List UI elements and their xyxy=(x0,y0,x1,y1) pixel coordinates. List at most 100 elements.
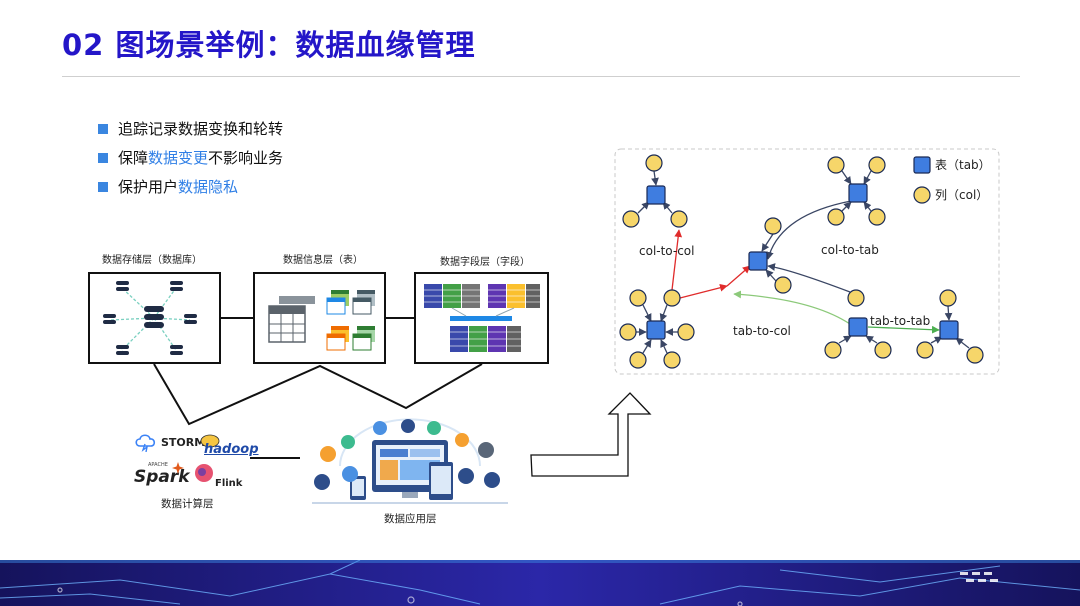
bullet-highlight: 数据变更 xyxy=(148,149,209,167)
edge-col-to-tab xyxy=(767,263,851,293)
column-node xyxy=(939,289,957,307)
edge-col-table xyxy=(659,304,668,322)
spark-small-text: APACHE xyxy=(148,462,168,468)
application-layer-illustration xyxy=(312,418,508,504)
connector-line xyxy=(386,317,414,319)
connector-line xyxy=(221,317,253,319)
column-node xyxy=(966,346,984,364)
edge-col-table xyxy=(765,269,777,282)
legend-table-label: 表（tab） xyxy=(935,158,991,172)
column-node xyxy=(824,341,842,359)
edge-col-table xyxy=(863,201,872,212)
edge-col-table xyxy=(660,339,668,354)
footer-banner xyxy=(0,560,1080,606)
column-node xyxy=(764,217,782,235)
column-node xyxy=(645,154,663,172)
hadoop-logo: hadoop xyxy=(200,432,259,457)
storm-text: STORM xyxy=(161,436,206,449)
edge-col-table xyxy=(841,201,852,212)
bullet-square-icon xyxy=(98,152,108,163)
column-node xyxy=(663,351,681,369)
bullet-square-icon xyxy=(98,123,108,134)
table-node xyxy=(848,317,868,337)
edge-col-table xyxy=(651,170,659,186)
column-node xyxy=(677,323,695,341)
hadoop-elephant-icon xyxy=(200,434,220,448)
column-node xyxy=(663,289,681,307)
edge-col-to-col xyxy=(671,229,683,291)
app-layer-label: 数据应用层 xyxy=(384,513,437,525)
lineage-nodes xyxy=(619,154,984,369)
edge-col-table xyxy=(642,339,652,354)
column-node xyxy=(670,210,688,228)
column-node xyxy=(916,341,934,359)
storage-layer-label: 数据存储层（数据库） xyxy=(102,255,202,266)
edge-label-col-to-col: col-to-col xyxy=(639,244,694,258)
edge-col-to-col xyxy=(726,265,751,287)
field-layer-box xyxy=(414,272,549,364)
legend-column-swatch xyxy=(913,186,931,204)
bullet-list: 追踪记录数据变换和轮转 保障数据变更不影响业务 保护用户数据隐私 xyxy=(98,114,283,201)
table-node xyxy=(848,183,868,203)
bullet-item: 保护用户数据隐私 xyxy=(98,172,283,201)
legend-column-label: 列（col） xyxy=(935,188,988,202)
column-node xyxy=(868,208,886,226)
storm-logo: STORM xyxy=(134,432,205,456)
bullet-square-icon xyxy=(98,181,108,192)
storage-layer-box xyxy=(88,272,221,364)
legend-table-swatch xyxy=(913,156,931,174)
field-layer-label: 数据字段层（字段） xyxy=(440,257,530,268)
column-node xyxy=(629,289,647,307)
edge-col-table xyxy=(863,170,872,185)
spark-star-icon xyxy=(172,462,184,474)
table-layer-box xyxy=(253,272,386,364)
edge-tab-to-tab xyxy=(867,325,940,334)
edge-label-tab-to-tab: tab-to-tab xyxy=(870,314,930,328)
bullet-item: 保障数据变更不影响业务 xyxy=(98,143,283,172)
table-node xyxy=(646,185,666,205)
table-node xyxy=(748,251,768,271)
table-node xyxy=(939,320,959,340)
column-node xyxy=(622,210,640,228)
column-node xyxy=(827,156,845,174)
table-node xyxy=(646,320,666,340)
bullet-text: 追踪记录数据变换和轮转 xyxy=(118,120,284,138)
connector-line xyxy=(250,457,300,459)
edge-col-to-tab xyxy=(766,200,852,260)
bullet-item: 追踪记录数据变换和轮转 xyxy=(98,114,283,143)
column-node xyxy=(629,351,647,369)
lineage-edges xyxy=(636,170,970,354)
flink-text: Flink xyxy=(215,478,243,489)
storm-icon xyxy=(135,434,156,453)
database-cluster-icon xyxy=(103,281,197,355)
edge-label-tab-to-col: tab-to-col xyxy=(733,324,791,338)
column-node xyxy=(868,156,886,174)
edge-col-table xyxy=(761,233,774,252)
bullet-text: 不影响业务 xyxy=(208,149,284,167)
compute-layer-label: 数据计算层 xyxy=(161,498,214,510)
page-title: 02 图场景举例：数据血缘管理 xyxy=(62,28,476,62)
column-node xyxy=(874,341,892,359)
tables-icon xyxy=(268,290,375,351)
hadoop-text: hadoop xyxy=(204,442,259,457)
flink-squirrel-icon xyxy=(195,464,213,482)
bullet-text: 保护用户 xyxy=(118,178,179,196)
bullet-text: 保障 xyxy=(118,149,149,167)
title-divider xyxy=(62,76,1020,77)
edge-col-table xyxy=(838,335,852,344)
edge-label-col-to-tab: col-to-tab xyxy=(821,243,879,257)
column-node xyxy=(847,289,865,307)
column-node xyxy=(619,323,637,341)
edge-tab-to-col xyxy=(733,290,851,325)
column-node xyxy=(827,208,845,226)
lineage-panel-frame xyxy=(614,148,1000,375)
edge-col-table xyxy=(865,335,878,344)
flink-logo: Flink xyxy=(193,462,242,489)
edge-col-table xyxy=(642,304,652,322)
info-layer-label: 数据信息层（表） xyxy=(283,255,363,266)
column-node xyxy=(774,276,792,294)
spark-text: Spark xyxy=(134,467,190,487)
bullet-highlight: 数据隐私 xyxy=(178,178,239,196)
edge-col-to-col xyxy=(679,283,728,299)
fields-icon xyxy=(424,284,540,352)
